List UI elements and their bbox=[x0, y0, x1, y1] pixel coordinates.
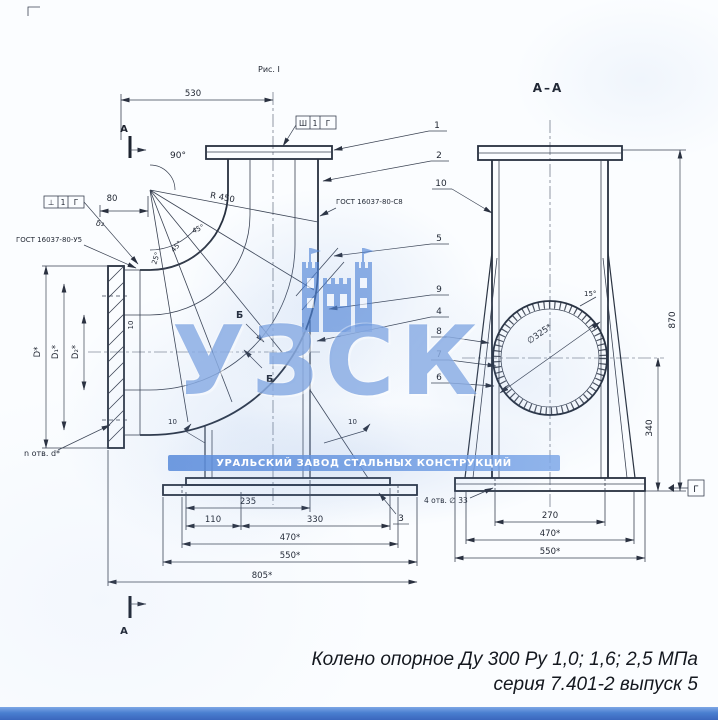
part-1-label: 1 bbox=[434, 121, 440, 131]
elbow-bore bbox=[124, 214, 296, 391]
svg-text:Ш: Ш bbox=[299, 119, 307, 128]
delta2-label: δ₂ bbox=[96, 219, 105, 228]
chamfer-angle-label: 15° bbox=[584, 290, 596, 298]
svg-text:Г: Г bbox=[74, 198, 79, 207]
dim-D1-label: D₁* bbox=[51, 345, 61, 359]
part-9-label: 9 bbox=[436, 285, 442, 295]
gost-left-label: ГОСТ 16037-80-У5 bbox=[16, 236, 82, 244]
elbow-contour bbox=[140, 191, 319, 436]
datum-flag: Г bbox=[668, 479, 705, 497]
support-stand bbox=[204, 320, 311, 478]
weld-tag-top: Ш 1 Г bbox=[282, 115, 337, 147]
dim-805-label: 805* bbox=[252, 571, 272, 581]
section-view: А–А ∅325* 15° 4 отв. ∅ 33 bbox=[424, 81, 705, 562]
section-base-bolt-holes bbox=[494, 478, 606, 491]
bend-radius-label: R 450 bbox=[209, 191, 235, 206]
section-view-title: А–А bbox=[533, 81, 564, 95]
gussets bbox=[464, 251, 636, 479]
section-ext-lines bbox=[454, 492, 646, 562]
part-6-label: 6 bbox=[436, 373, 442, 383]
dim-110-label: 110 bbox=[205, 515, 221, 525]
angle-45b-label: 45° bbox=[191, 223, 206, 235]
footer-blue-bar bbox=[0, 707, 718, 720]
section-b-cut-lines bbox=[295, 247, 345, 311]
front-view: 10 D* D₁* D₂* n отв. d* ГОСТ 16037-80-У5… bbox=[16, 89, 418, 637]
dim-340-label: 340 bbox=[645, 419, 655, 436]
flange-bolt-holes bbox=[102, 295, 130, 421]
dim-D2-label: D₂* bbox=[71, 345, 81, 359]
bore-circle-hatch bbox=[493, 301, 607, 415]
dim-530-label: 530 bbox=[185, 89, 201, 99]
front-view-centerlines bbox=[88, 92, 320, 505]
top-flange bbox=[205, 145, 333, 160]
caption-line-2: серия 7.401-2 выпуск 5 bbox=[493, 674, 698, 696]
svg-text:А: А bbox=[120, 124, 128, 135]
sheet-corner-mark bbox=[27, 6, 40, 16]
left-flange bbox=[107, 265, 125, 449]
dim-330-label: 330 bbox=[307, 515, 323, 525]
left-flange-hatch bbox=[107, 265, 125, 443]
segment-fan-lines bbox=[149, 189, 319, 423]
svg-text:Г: Г bbox=[326, 119, 331, 128]
section-b-label-2: Б bbox=[266, 374, 273, 385]
dim-D-label: D* bbox=[33, 347, 43, 358]
gost-top-label: ГОСТ 16037-80-С8 bbox=[336, 198, 403, 206]
bore-circle-outer bbox=[492, 300, 608, 416]
dim-550-label: 550* bbox=[280, 551, 300, 561]
svg-text:А: А bbox=[120, 626, 128, 637]
dim-470s-label: 470* bbox=[540, 529, 560, 539]
weld-size-neck-label: 10 bbox=[127, 321, 135, 330]
section-base-plate bbox=[454, 477, 646, 492]
part-10-label: 10 bbox=[435, 179, 447, 189]
part-2-label: 2 bbox=[436, 151, 442, 161]
part-7-label: 7 bbox=[436, 350, 442, 360]
weld-flag-right-label: 10 bbox=[348, 418, 357, 426]
section-b-label-1: Б bbox=[236, 310, 243, 321]
svg-text:Г: Г bbox=[693, 485, 699, 495]
part-3-label: 3 bbox=[398, 514, 404, 524]
section-holes-note: 4 отв. ∅ 33 bbox=[424, 496, 468, 505]
dim-270-label: 270 bbox=[542, 511, 558, 521]
svg-text:1: 1 bbox=[61, 198, 66, 207]
weld-flag-left-label: 10 bbox=[168, 418, 177, 426]
section-a-marker-bottom: А bbox=[120, 596, 147, 637]
title-caption: Колено опорное Ду 300 Ру 1,0; 1,6; 2,5 М… bbox=[311, 647, 698, 698]
base-bolt-holes bbox=[181, 485, 399, 495]
dim-235-label: 235 bbox=[240, 497, 256, 507]
base-plate-upper bbox=[185, 477, 391, 486]
dim-80-label: 80 bbox=[107, 194, 118, 204]
section-body-walls bbox=[491, 160, 609, 478]
angle-45a-label: 45° bbox=[169, 239, 183, 254]
left-flange-neck bbox=[123, 269, 141, 436]
pipe-bore-lines bbox=[249, 159, 296, 245]
holes-note-label: n отв. d* bbox=[24, 449, 60, 458]
part-4-label: 4 bbox=[436, 307, 442, 317]
part-8-label: 8 bbox=[436, 327, 442, 337]
front-ext-lines bbox=[107, 450, 418, 586]
weld-tag-left: ⊥ 1 Г bbox=[43, 195, 139, 265]
dim-470-label: 470* bbox=[280, 533, 300, 543]
svg-text:1: 1 bbox=[313, 119, 318, 128]
dim-550s-label: 550* bbox=[540, 547, 560, 557]
part-number-leaders: 1 2 10 5 9 4 8 7 6 3 bbox=[316, 121, 497, 525]
dim-870-label: 870 bbox=[668, 311, 678, 328]
angle-90-label: 90° bbox=[170, 151, 186, 161]
figure-caption: Рис. I bbox=[258, 65, 280, 74]
base-plate-lower bbox=[162, 484, 418, 496]
caption-line-1: Колено опорное Ду 300 Ру 1,0; 1,6; 2,5 М… bbox=[311, 648, 698, 670]
section-a-marker-top: А bbox=[120, 124, 147, 158]
part-5-label: 5 bbox=[436, 234, 442, 244]
svg-text:⊥: ⊥ bbox=[48, 198, 55, 207]
angle-25-label: 25° bbox=[150, 251, 161, 265]
